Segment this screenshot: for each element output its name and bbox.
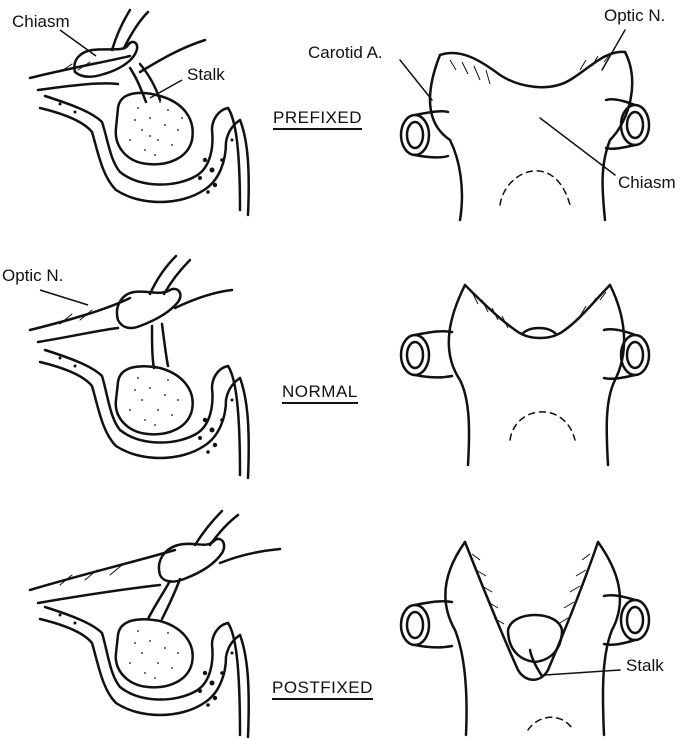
row-title-prefixed: PREFIXED xyxy=(273,109,363,130)
label-stalk-left: Stalk xyxy=(187,65,225,84)
label-carotid: Carotid A. xyxy=(308,43,383,62)
postfixed-basal-view xyxy=(390,530,699,738)
label-chiasm-left: Chiasm xyxy=(12,12,70,31)
prefixed-sagittal-view xyxy=(0,0,260,225)
sagittal-leader-lines xyxy=(0,0,260,320)
normal-basal-view xyxy=(390,270,699,470)
prefixed-basal-view xyxy=(390,0,699,225)
label-optic-left: Optic N. xyxy=(2,266,64,285)
label-stalk-right: Stalk xyxy=(626,656,664,675)
normal-sagittal-view xyxy=(0,250,260,480)
row-title-normal: NORMAL xyxy=(282,383,358,404)
postfixed-sagittal-view xyxy=(0,505,290,738)
row-title-postfixed: POSTFIXED xyxy=(272,679,373,700)
label-optic-top: Optic N. xyxy=(604,6,666,25)
label-chiasm-right: Chiasm xyxy=(618,173,676,192)
